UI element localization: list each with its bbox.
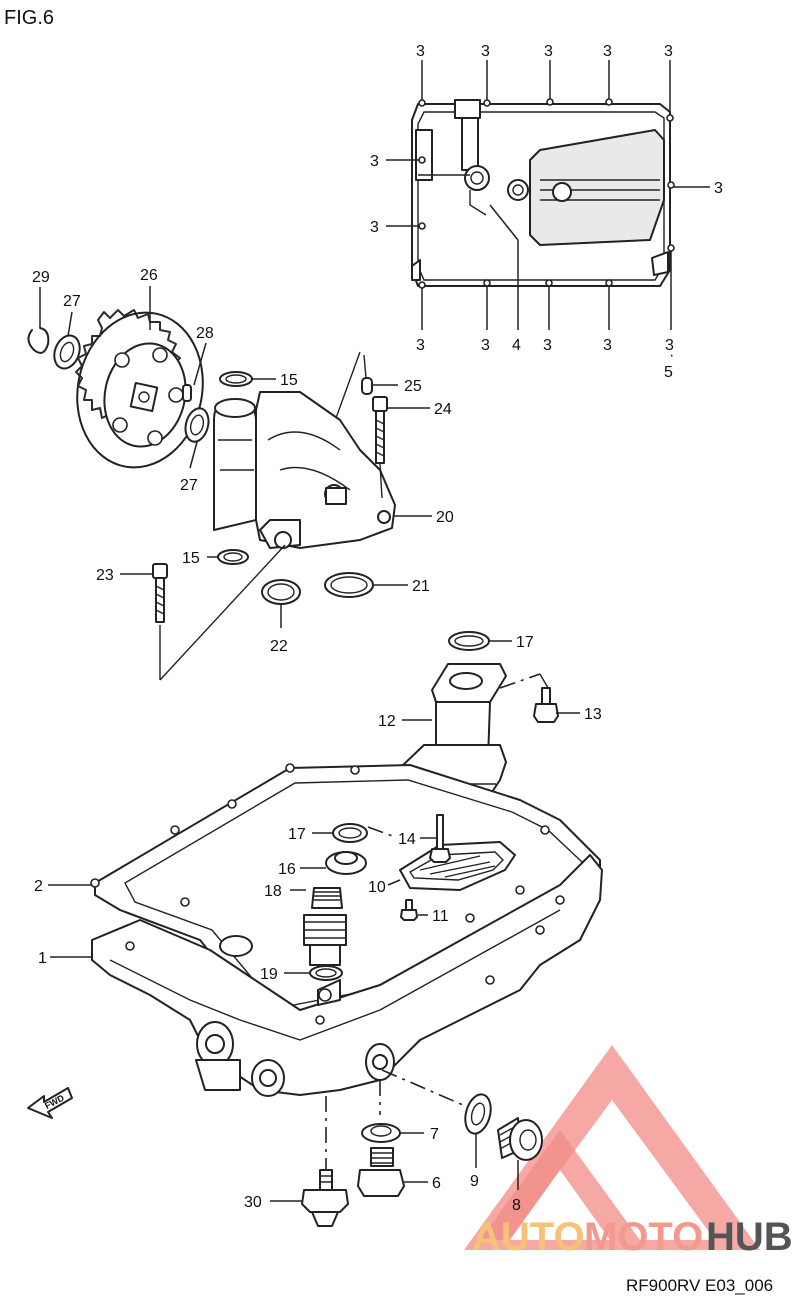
drain-plug-6 xyxy=(357,1147,405,1197)
callout-3: 3 xyxy=(543,337,552,354)
bolt-14 xyxy=(429,814,451,863)
callout-1: 1 xyxy=(38,950,47,967)
callout-11: 11 xyxy=(432,908,449,925)
bolt-13 xyxy=(533,687,559,723)
pin-25 xyxy=(361,377,373,395)
bolt-23 xyxy=(152,563,168,623)
oil-pump-assembly xyxy=(213,391,396,549)
watermark-text: AUTO MOTO HUB xyxy=(472,1215,793,1259)
callout-16: 16 xyxy=(278,861,296,878)
callout-3: 3 xyxy=(370,153,379,170)
oil-strainer-10 xyxy=(399,841,516,891)
gasket-9 xyxy=(464,1093,492,1135)
callout-5: 5 xyxy=(664,364,673,381)
callout-15: 15 xyxy=(280,372,298,389)
fwd-arrow: FWD xyxy=(27,1087,73,1119)
callout-3: 3 xyxy=(603,43,612,60)
gasket-7 xyxy=(361,1123,401,1143)
oil-cooler-cover xyxy=(411,98,675,289)
callout-18: 18 xyxy=(264,883,282,900)
svg-text:HUB: HUB xyxy=(706,1215,793,1259)
callout-4: 4 xyxy=(512,337,521,354)
callout-2: 2 xyxy=(34,878,43,895)
callout-12: 12 xyxy=(378,713,396,730)
callout-3: 3 xyxy=(481,337,490,354)
bolt-24 xyxy=(372,396,388,464)
callout-3: 3 xyxy=(370,219,379,236)
callout-13: 13 xyxy=(584,706,602,723)
figure-label: FIG.6 xyxy=(4,7,54,29)
callout-3: 3 xyxy=(603,337,612,354)
callout-leaders-bottom xyxy=(270,1132,519,1202)
alignment-lines-pump xyxy=(159,351,383,681)
pin-28 xyxy=(182,384,192,402)
callout-8: 8 xyxy=(512,1197,521,1214)
callout-leaders-part3 xyxy=(386,60,710,330)
callout-17: 17 xyxy=(288,826,306,843)
callout-6: 6 xyxy=(432,1175,441,1192)
watermark-logo xyxy=(464,1045,760,1250)
oring-17-top xyxy=(448,631,490,651)
oring-15-top xyxy=(219,371,253,387)
washer-27-top xyxy=(53,334,81,370)
callout-24: 24 xyxy=(434,401,452,418)
reference-code: RF900RV E03_006 xyxy=(626,1276,773,1295)
relief-valve-18 xyxy=(303,887,347,966)
callout-23: 23 xyxy=(96,567,114,584)
oil-pump-driven-gear xyxy=(75,309,204,469)
callout-3: 3 xyxy=(481,43,490,60)
oring-22 xyxy=(261,579,301,605)
oil-pressure-switch-30 xyxy=(301,1169,349,1227)
callout-leaders-pump xyxy=(120,378,432,628)
callout-17: 17 xyxy=(516,634,534,651)
callout-22: 22 xyxy=(270,638,288,655)
callout-30: 30 xyxy=(244,1194,262,1211)
callout-3: 3 xyxy=(416,43,425,60)
callout-28: 28 xyxy=(196,325,214,342)
callout-26: 26 xyxy=(140,267,158,284)
callout-3: 3 xyxy=(416,337,425,354)
callout-9: 9 xyxy=(470,1173,479,1190)
callout-27: 27 xyxy=(63,293,81,310)
gasket-16 xyxy=(325,851,367,875)
oring-17-mid xyxy=(332,823,368,843)
circlip-29 xyxy=(27,327,50,354)
oring-21 xyxy=(324,572,374,598)
callout-19: 19 xyxy=(260,966,278,983)
callout-3: 3 xyxy=(714,180,723,197)
callout-20: 20 xyxy=(436,509,454,526)
callout-3: 3 xyxy=(544,43,553,60)
oil-pan-1 xyxy=(91,854,603,1097)
callout-14: 14 xyxy=(398,831,416,848)
callout-leaders-pan xyxy=(48,640,580,974)
callout-3: 3 xyxy=(665,337,674,354)
callout-29: 29 xyxy=(32,269,50,286)
callout-15: 15 xyxy=(182,550,200,567)
callout-leaders-gear xyxy=(39,286,207,469)
callout-3: 3 xyxy=(664,43,673,60)
oring-19 xyxy=(309,965,343,981)
callout-7: 7 xyxy=(430,1126,439,1143)
callout-21: 21 xyxy=(412,578,430,595)
plug-8 xyxy=(497,1117,543,1161)
alignment-lines-pan xyxy=(325,673,549,1175)
bolt-11 xyxy=(400,899,418,921)
oring-15-bottom xyxy=(217,549,249,565)
callout-25: 25 xyxy=(404,378,422,395)
callout-27: 27 xyxy=(180,477,198,494)
svg-text:MOTO: MOTO xyxy=(584,1215,703,1259)
svg-text:AUTO: AUTO xyxy=(472,1215,585,1259)
washer-27-bottom xyxy=(184,407,210,443)
callout-10: 10 xyxy=(368,879,386,896)
callout-separator-dot: · xyxy=(669,347,674,364)
